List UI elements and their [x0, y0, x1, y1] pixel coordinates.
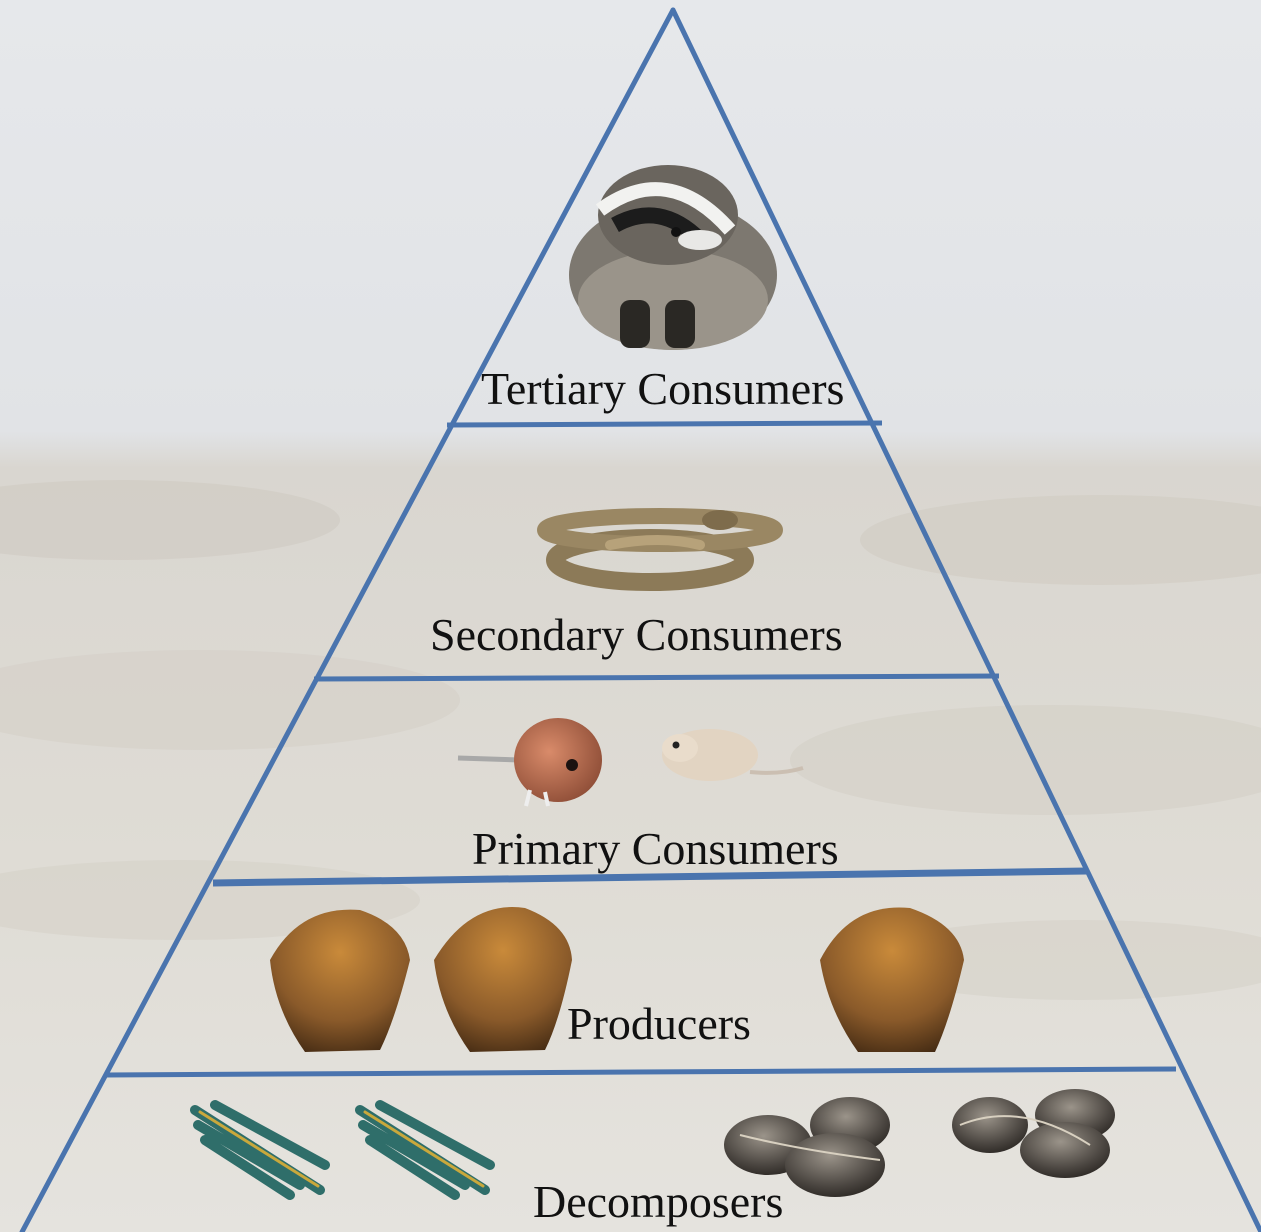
lichen-icon-1 — [190, 1100, 330, 1200]
producers-label: Producers — [567, 998, 751, 1049]
grass-clump-icon-3 — [820, 907, 964, 1052]
decomposers-label: Decomposers — [533, 1176, 784, 1227]
divider-producers — [104, 1066, 1177, 1078]
grass-clump-icon-2 — [434, 907, 572, 1052]
tertiary-consumers-label: Tertiary Consumers — [481, 363, 845, 414]
lichen-icon-2 — [355, 1100, 495, 1200]
pyramid-outline — [19, 7, 1261, 1232]
mushroom-cluster-icon-2 — [952, 1089, 1115, 1178]
badger-icon — [569, 165, 777, 350]
mushroom-cluster-icon-1 — [724, 1097, 890, 1197]
grass-clump-icon-1 — [270, 909, 410, 1052]
divider-secondary — [313, 673, 1000, 682]
kangaroo-rat-icon — [457, 718, 602, 807]
pocket-mouse-icon — [662, 729, 804, 781]
divider-primary — [212, 867, 1088, 887]
secondary-consumers-label: Secondary Consumers — [430, 609, 843, 660]
pyramid-level-dividers — [104, 420, 1177, 1078]
primary-consumers-label: Primary Consumers — [472, 823, 839, 874]
rattlesnake-icon — [537, 508, 783, 591]
divider-tertiary — [446, 420, 883, 428]
